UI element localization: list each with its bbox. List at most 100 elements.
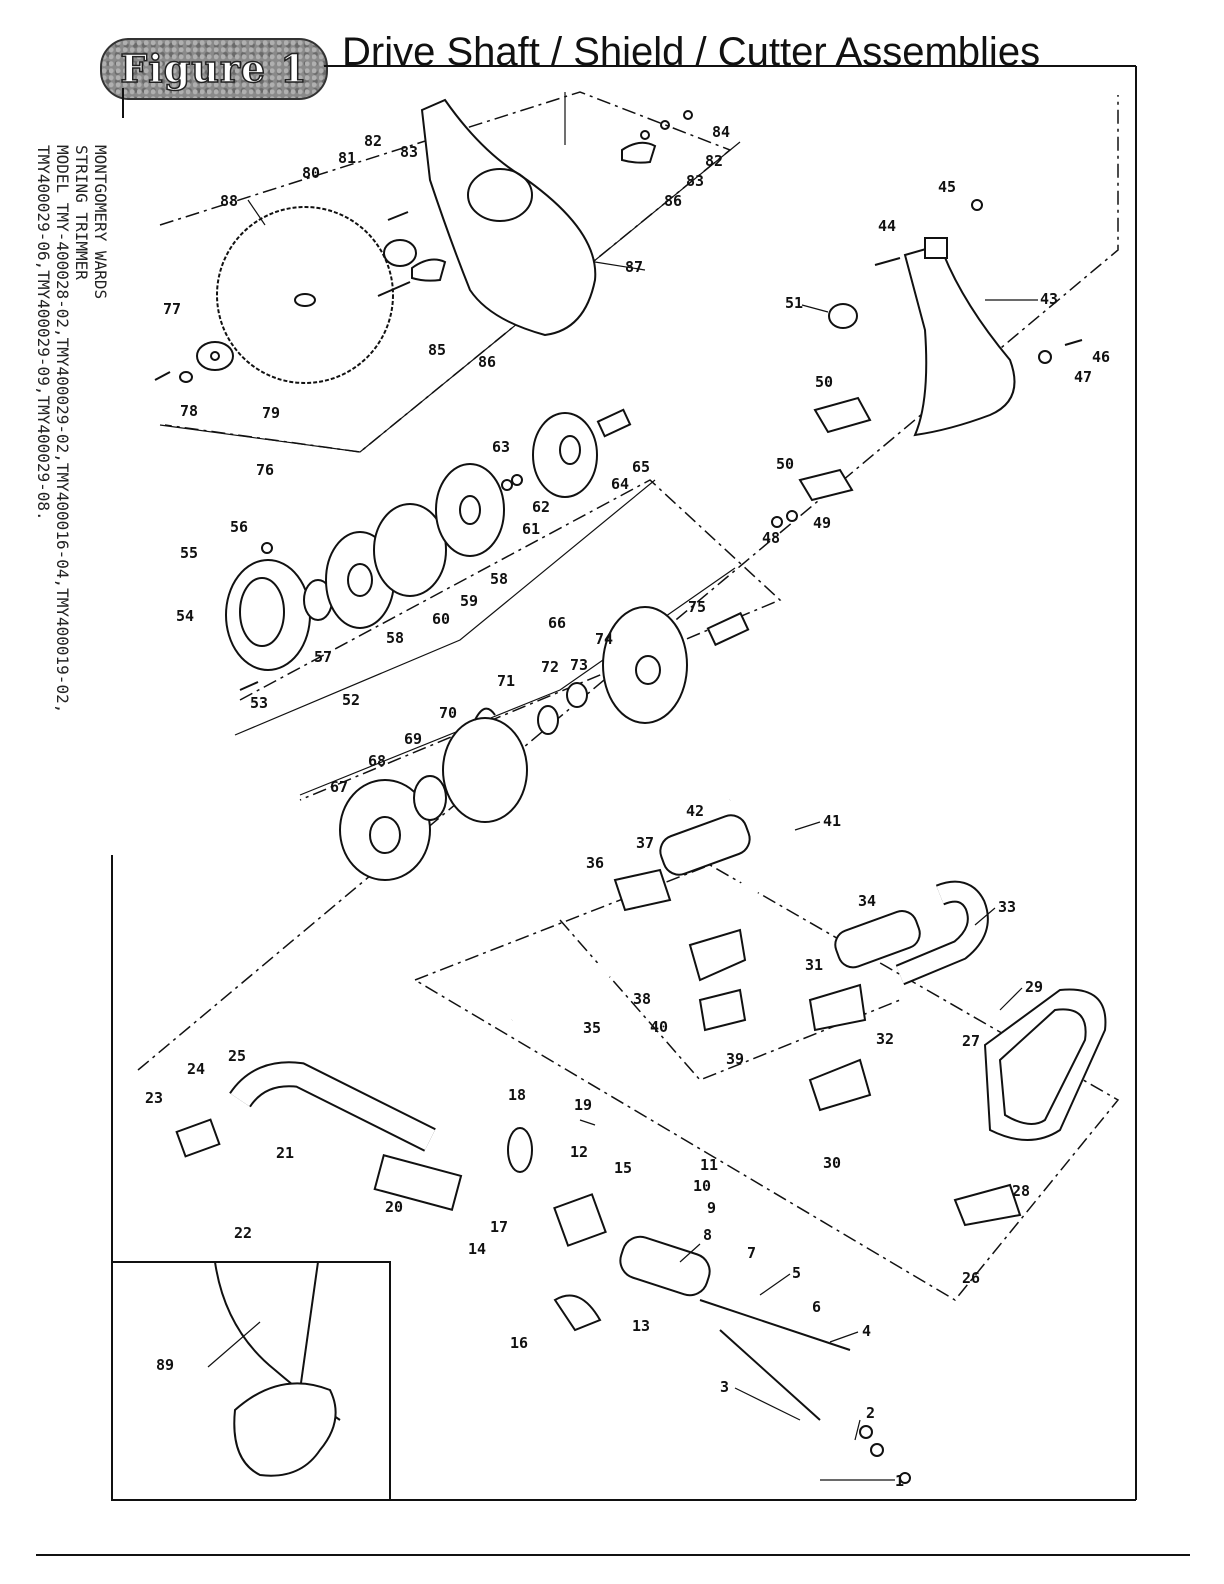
callout-58-a: 58 — [386, 629, 404, 647]
callout-9: 9 — [707, 1199, 716, 1217]
callout-38: 38 — [633, 990, 651, 1008]
callout-55: 55 — [180, 544, 198, 562]
decal-20 — [373, 1154, 463, 1211]
callout-86-b: 86 — [664, 192, 682, 210]
callout-36: 36 — [586, 854, 604, 872]
callout-51: 51 — [785, 294, 803, 312]
callout-62: 62 — [532, 498, 550, 516]
blade-guard — [377, 98, 693, 337]
ring-18 — [507, 1127, 533, 1173]
callout-3: 3 — [720, 1378, 729, 1396]
callout-23: 23 — [145, 1089, 163, 1107]
clamp-32 — [808, 983, 867, 1032]
callout-69: 69 — [404, 730, 422, 748]
callout-labels: 1 2 3 4 5 6 7 8 9 10 11 12 13 14 15 16 1… — [145, 123, 1110, 1490]
housing-54 — [225, 559, 311, 671]
callout-83-a: 83 — [400, 143, 418, 161]
clamp-86-upper — [621, 141, 657, 164]
callout-54: 54 — [176, 607, 194, 625]
callout-47: 47 — [1074, 368, 1092, 386]
bracket-28 — [953, 1183, 1022, 1227]
callout-73: 73 — [570, 656, 588, 674]
callout-52: 52 — [342, 691, 360, 709]
callout-87: 87 — [625, 258, 643, 276]
blade-50-upper — [813, 396, 872, 434]
mount-30 — [808, 1058, 872, 1112]
throttle-housing-17 — [553, 1193, 607, 1247]
leader-lines — [207, 199, 1038, 1481]
callout-19: 19 — [574, 1096, 592, 1114]
blade-50-lower — [798, 468, 854, 502]
callout-70: 70 — [439, 704, 457, 722]
callout-40: 40 — [650, 1018, 668, 1036]
callout-25: 25 — [228, 1047, 246, 1065]
callout-58-b: 58 — [490, 570, 508, 588]
nut-78 — [179, 371, 193, 383]
callout-37: 37 — [636, 834, 654, 852]
grip-42 — [659, 814, 751, 876]
callout-56: 56 — [230, 518, 248, 536]
callout-29: 29 — [1025, 978, 1043, 996]
cable-3 — [719, 1329, 821, 1421]
callout-63: 63 — [492, 438, 510, 456]
callout-35: 35 — [583, 1019, 601, 1037]
harness-pad-89 — [233, 1382, 337, 1477]
callout-82-a: 82 — [364, 132, 382, 150]
callout-22: 22 — [234, 1224, 252, 1242]
callout-30: 30 — [823, 1154, 841, 1172]
callout-77: 77 — [163, 300, 181, 318]
cable-4 — [699, 1299, 851, 1351]
callout-41: 41 — [823, 812, 841, 830]
callout-12: 12 — [570, 1143, 588, 1161]
callout-1: 1 — [895, 1472, 904, 1490]
callout-86-a: 86 — [478, 353, 496, 371]
string-shield — [771, 199, 1083, 528]
guard-87 — [420, 98, 597, 337]
blade-washer-79 — [196, 341, 234, 371]
drive-tube — [175, 1061, 911, 1484]
bearing-68 — [413, 775, 447, 821]
callout-88: 88 — [220, 192, 238, 210]
clamp-25 — [175, 1118, 221, 1158]
coupler-75 — [706, 611, 750, 647]
bracket-40 — [698, 988, 747, 1032]
callout-65: 65 — [632, 458, 650, 476]
callout-81: 81 — [338, 149, 356, 167]
callout-33: 33 — [998, 898, 1016, 916]
callout-50-upper: 50 — [815, 373, 833, 391]
callout-68: 68 — [368, 752, 386, 770]
callout-83-b: 83 — [686, 172, 704, 190]
callout-8: 8 — [703, 1226, 712, 1244]
callout-14: 14 — [468, 1240, 486, 1258]
callout-4: 4 — [862, 1322, 871, 1340]
hub-80 — [383, 239, 417, 267]
callout-82-b: 82 — [705, 152, 723, 170]
callout-44: 44 — [878, 217, 896, 235]
callout-13: 13 — [632, 1317, 650, 1335]
grip-34 — [834, 910, 921, 969]
callout-59: 59 — [460, 592, 478, 610]
callout-85: 85 — [428, 341, 446, 359]
callout-76: 76 — [256, 461, 274, 479]
shield-43 — [903, 243, 1016, 437]
callout-64: 64 — [611, 475, 629, 493]
callout-75: 75 — [688, 598, 706, 616]
callout-45: 45 — [938, 178, 956, 196]
callout-67: 67 — [330, 778, 348, 796]
callout-20: 20 — [385, 1198, 403, 1216]
assembly-brackets — [159, 92, 741, 796]
clutch-drum — [339, 606, 750, 881]
callout-57: 57 — [314, 648, 332, 666]
guard-29 — [983, 988, 1107, 1141]
cover-67 — [339, 779, 431, 881]
callout-49: 49 — [813, 514, 831, 532]
bracket-38 — [688, 928, 747, 982]
callout-10: 10 — [693, 1177, 711, 1195]
callout-32: 32 — [876, 1030, 894, 1048]
disk-64 — [532, 412, 598, 498]
callout-18: 18 — [508, 1086, 526, 1104]
callout-24: 24 — [187, 1060, 205, 1078]
callout-6: 6 — [812, 1298, 821, 1316]
